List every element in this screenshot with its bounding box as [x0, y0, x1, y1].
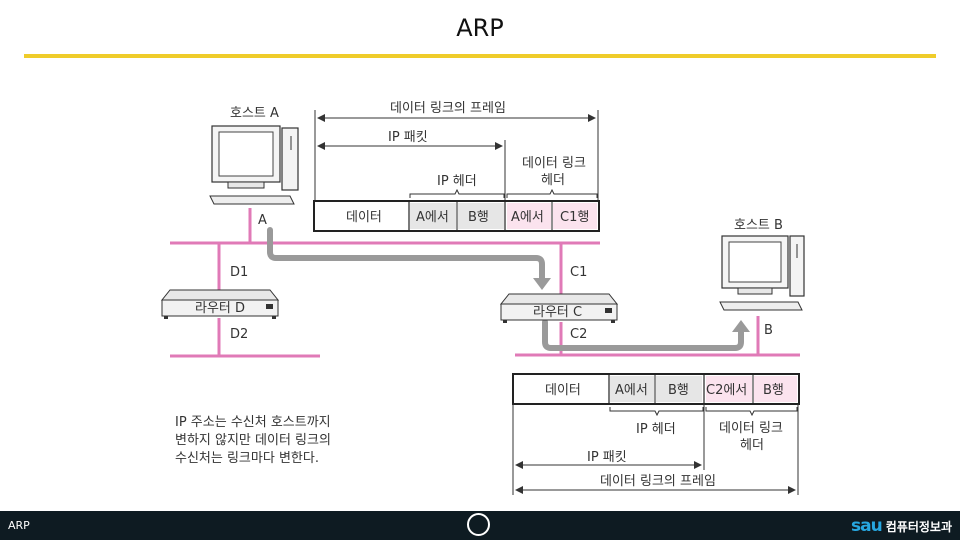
frame-bottom-ip-header-brace [609, 407, 704, 417]
frame-bottom-cell-data: 데이터 [545, 383, 581, 398]
logo-text: 컴퓨터정보과 [885, 519, 952, 534]
frame-bottom-frame-label: 데이터 링크의 프레임 [600, 474, 716, 489]
footer-bar: ARP sau 컴퓨터정보과 [0, 511, 960, 540]
footer-logo: sau 컴퓨터정보과 [851, 516, 952, 536]
frame-top-link-header-brace [506, 188, 598, 198]
frame-bottom-cell-ip-src: A에서 [615, 383, 648, 398]
frame-top-ip-header-brace [409, 188, 505, 198]
frame-bottom-ip-header-label: IP 헤더 [636, 422, 676, 437]
frame-bottom-cell-link-src: C2에서 [706, 383, 747, 398]
packet-path-arrowhead-1 [533, 278, 551, 290]
frame-bottom-cell-link-dst: B행 [763, 382, 784, 398]
slide-title: ARP [456, 14, 504, 42]
frame-top-frame-label: 데이터 링크의 프레임 [390, 101, 506, 116]
frame-top-link-header-label-1: 데이터 링크 [522, 156, 586, 171]
frame-top-cell-ip-src: A에서 [416, 210, 449, 225]
frame-bottom-packet-label: IP 패킷 [587, 450, 627, 465]
host-b-computer-icon [719, 235, 805, 311]
host-b-label: 호스트 B [734, 218, 783, 233]
host-a-computer-icon [209, 125, 299, 205]
host-a-interface-label: A [258, 213, 267, 228]
frame-top-link-header-label-2: 헤더 [541, 173, 565, 188]
router-c-icon [499, 293, 619, 323]
router-d-icon [160, 289, 280, 319]
frame-top-cell-data: 데이터 [346, 210, 382, 225]
host-b-interface-label: B [764, 323, 773, 338]
frame-top: 데이터 링크의 프레임 IP 패킷 데이터 링크 헤더 IP 헤더 데이터 A에… [313, 101, 600, 232]
router-c-label: 라우터 C [533, 305, 582, 320]
frame-bottom-link-header-label-1: 데이터 링크 [719, 421, 783, 436]
frame-bottom-link-header-brace [705, 407, 798, 417]
packet-path-arrowhead-2 [732, 320, 750, 332]
host-a-label: 호스트 A [230, 106, 279, 121]
footer-circle-icon [467, 513, 490, 536]
router-d-interface-d1: D1 [230, 265, 248, 280]
packet-path [267, 227, 744, 351]
frame-top-cell-link-dst: C1행 [560, 209, 589, 225]
logo-mark: sau [851, 516, 883, 536]
frame-top-ip-header-label: IP 헤더 [437, 174, 477, 189]
router-c-interface-c1: C1 [570, 265, 587, 280]
frame-top-cell-link-src: A에서 [511, 210, 544, 225]
router-c-interface-c2: C2 [570, 327, 587, 342]
frame-bottom-link-header-label-2: 헤더 [740, 438, 764, 453]
footer-label: ARP [8, 519, 30, 532]
note-text: IP 주소는 수신처 호스트까지 변하지 않지만 데이터 링크의 수신처는 링크… [175, 415, 331, 466]
router-d-interface-d2: D2 [230, 327, 248, 342]
frame-bottom-cell-ip-dst: B행 [668, 382, 689, 398]
frame-bottom: 데이터 A에서 B행 C2에서 B행 IP 헤더 데이터 링크 헤더 IP 패킷… [512, 373, 800, 495]
frame-top-packet-label: IP 패킷 [388, 130, 428, 145]
frame-top-cell-ip-dst: B행 [468, 209, 489, 225]
router-d-label: 라우터 D [195, 301, 245, 316]
title-rule [24, 54, 936, 58]
